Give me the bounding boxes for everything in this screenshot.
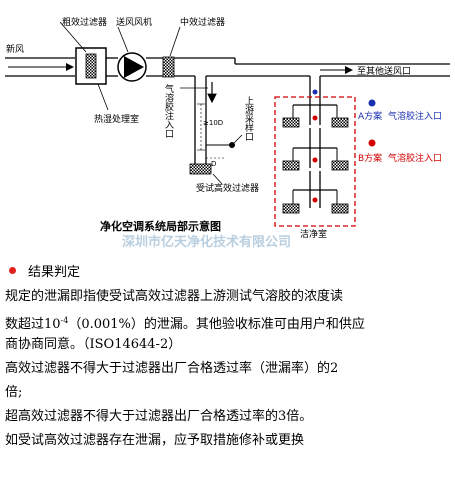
fresh-air-label: 新风	[6, 43, 24, 55]
line2-exponent: -4	[60, 316, 69, 325]
dim-d-label: D	[211, 160, 216, 168]
heat-humid-room-label: 热湿处理室	[94, 113, 139, 125]
paragraph-line-4: 高效过滤器不得大于过滤器出厂合格透过率（泄漏率）的2	[5, 361, 339, 376]
upstream-sampling-label: 上游采样口	[243, 96, 254, 141]
coarse-filter	[85, 53, 97, 79]
coarse-filter-leader	[59, 21, 87, 53]
tested-hepa-filter	[189, 163, 212, 175]
clean-room-filter-3a	[282, 203, 300, 214]
paragraph-line-6: 超高效过滤器不得大于过滤器出厂合格透过率的3倍。	[5, 409, 313, 424]
clean-room-filter-1b	[331, 117, 349, 128]
plan-a-text: 气溶胶注入口	[388, 110, 442, 122]
medium-filter	[162, 56, 175, 78]
coarse-filter-label: 粗效过滤器	[62, 16, 107, 28]
medium-filter-leader	[169, 26, 181, 57]
clean-room-filter-1a	[282, 117, 300, 128]
line2-start: 数超过10	[5, 317, 61, 332]
tested-hepa-label: 受试高效过滤器	[196, 182, 259, 194]
plan-a-point-main	[312, 89, 318, 95]
tested-hepa-leader	[212, 173, 223, 185]
clean-room-filter-3b	[331, 203, 349, 214]
hvac-system-diagram: 新风 粗效过滤器 送风风机 中效过滤器 热湿处理室 至其他送风口 气溶胶注入口 …	[5, 16, 450, 250]
supply-fan-label: 送风风机	[116, 16, 152, 28]
watermark-text: 深圳市亿天净化技术有限公司	[122, 234, 291, 250]
plan-a-label: A方案	[358, 110, 382, 122]
paragraph-line-3: 商协商同意。（ISO14644-2）	[5, 337, 182, 352]
clean-room-filter-2b	[331, 160, 349, 171]
dim-10d-label: ≥10D	[203, 119, 223, 127]
clean-room-label: 洁净室	[300, 228, 327, 240]
section-heading: 结果判定	[9, 258, 453, 282]
fan-triangle	[124, 56, 144, 78]
paragraph-line-5: 倍;	[5, 385, 23, 400]
line2-end: （0.001%）的泄漏。其他验收标准可由用户和供应	[68, 317, 365, 332]
plan-b-point-2	[312, 157, 318, 163]
upstream-sampling-leader	[231, 134, 243, 146]
heat-humid-leader	[97, 83, 109, 111]
plan-b-label: B方案	[358, 152, 382, 164]
supply-fan-leader	[117, 26, 129, 53]
result-section: 结果判定 规定的泄漏即指使受试高效过滤器上游测试气溶胶的浓度读 数超过10-4（…	[5, 258, 453, 453]
medium-filter-label: 中效过滤器	[180, 16, 225, 28]
bullet-dot-icon	[9, 266, 16, 274]
paragraph-line-7: 如受试高效过滤器存在泄漏，应予取措施修补或更换	[5, 433, 305, 448]
plan-b-legend-marker	[368, 139, 376, 147]
to-other-outlets-label: 至其他送风口	[357, 65, 411, 77]
plan-b-point-3	[312, 197, 318, 203]
plan-b-text: 气溶胶注入口	[388, 152, 442, 164]
heading-text: 结果判定	[28, 264, 81, 280]
aerosol-inlet-label: 气溶胶注入口	[163, 83, 174, 138]
clean-room-boundary	[274, 96, 356, 227]
paragraph-line-2: 数超过10-4（0.001%）的泄漏。其他验收标准可由用户和供应	[5, 309, 453, 333]
clean-room-filter-2a	[282, 160, 300, 171]
plan-b-point-1	[312, 115, 318, 121]
paragraph-line-1: 规定的泄漏即指使受试高效过滤器上游测试气溶胶的浓度读	[5, 289, 344, 304]
plan-a-legend-marker	[368, 99, 376, 107]
diagram-caption: 净化空调系统局部示意图	[100, 219, 221, 233]
